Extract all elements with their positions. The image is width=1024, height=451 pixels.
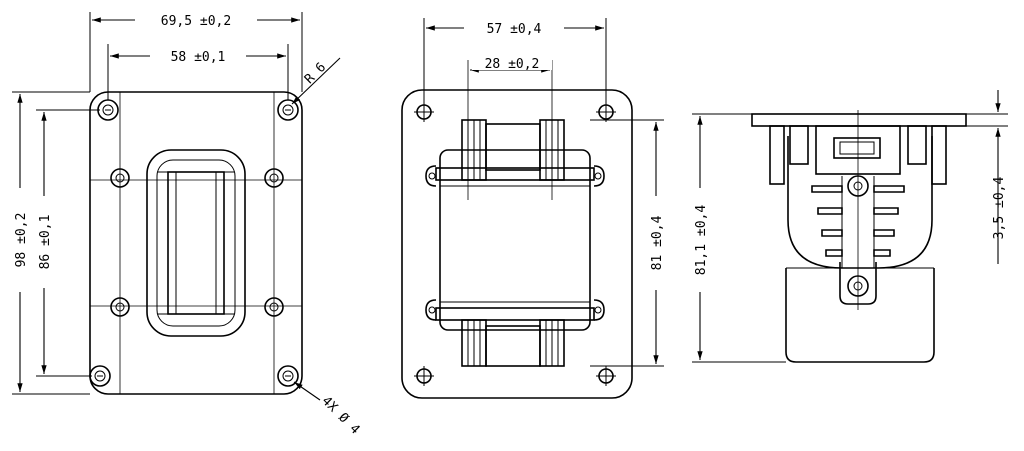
front-height-holes: 86 ±0,1	[38, 215, 53, 270]
hole-callout: 4X Ø 4	[319, 394, 363, 438]
end-flange	[751, 113, 967, 127]
coil-window	[146, 149, 246, 337]
side-plate	[401, 89, 633, 399]
side-height: 81 ±0,4	[650, 215, 665, 270]
end-height: 81,1 ±0,4	[694, 205, 709, 276]
radius-label: R 6	[302, 60, 329, 87]
mounting-holes	[89, 99, 299, 387]
end-housing	[787, 136, 933, 269]
end-ribs	[811, 176, 905, 268]
bottom-clamp	[461, 319, 565, 367]
front-height-outer: 98 ±0,2	[14, 213, 29, 268]
end-view: 81,1 ±0,4 3,5 ±0,4	[691, 90, 1008, 363]
side-view: 57 ±0,4 28 ±0,2 81 ±0,4	[401, 18, 665, 399]
end-flange-thickness: 3,5 ±0,4	[992, 177, 1007, 240]
front-view: 69,5 ±0,2 58 ±0,1 R 6 98 ±0,2 86 ±0,1 4X…	[11, 11, 363, 438]
transformer-core	[439, 149, 591, 331]
end-connector	[833, 137, 881, 159]
end-lower-body	[785, 268, 935, 363]
side-width-outer: 57 ±0,4	[487, 22, 542, 37]
mounting-plate	[89, 91, 303, 395]
front-width-outer: 69,5 ±0,2	[161, 14, 231, 29]
side-width-core: 28 ±0,2	[485, 57, 540, 72]
side-holes	[414, 102, 616, 386]
pin-holes	[110, 168, 284, 317]
front-width-holes: 58 ±0,1	[171, 50, 226, 65]
side-tabs	[425, 165, 605, 321]
